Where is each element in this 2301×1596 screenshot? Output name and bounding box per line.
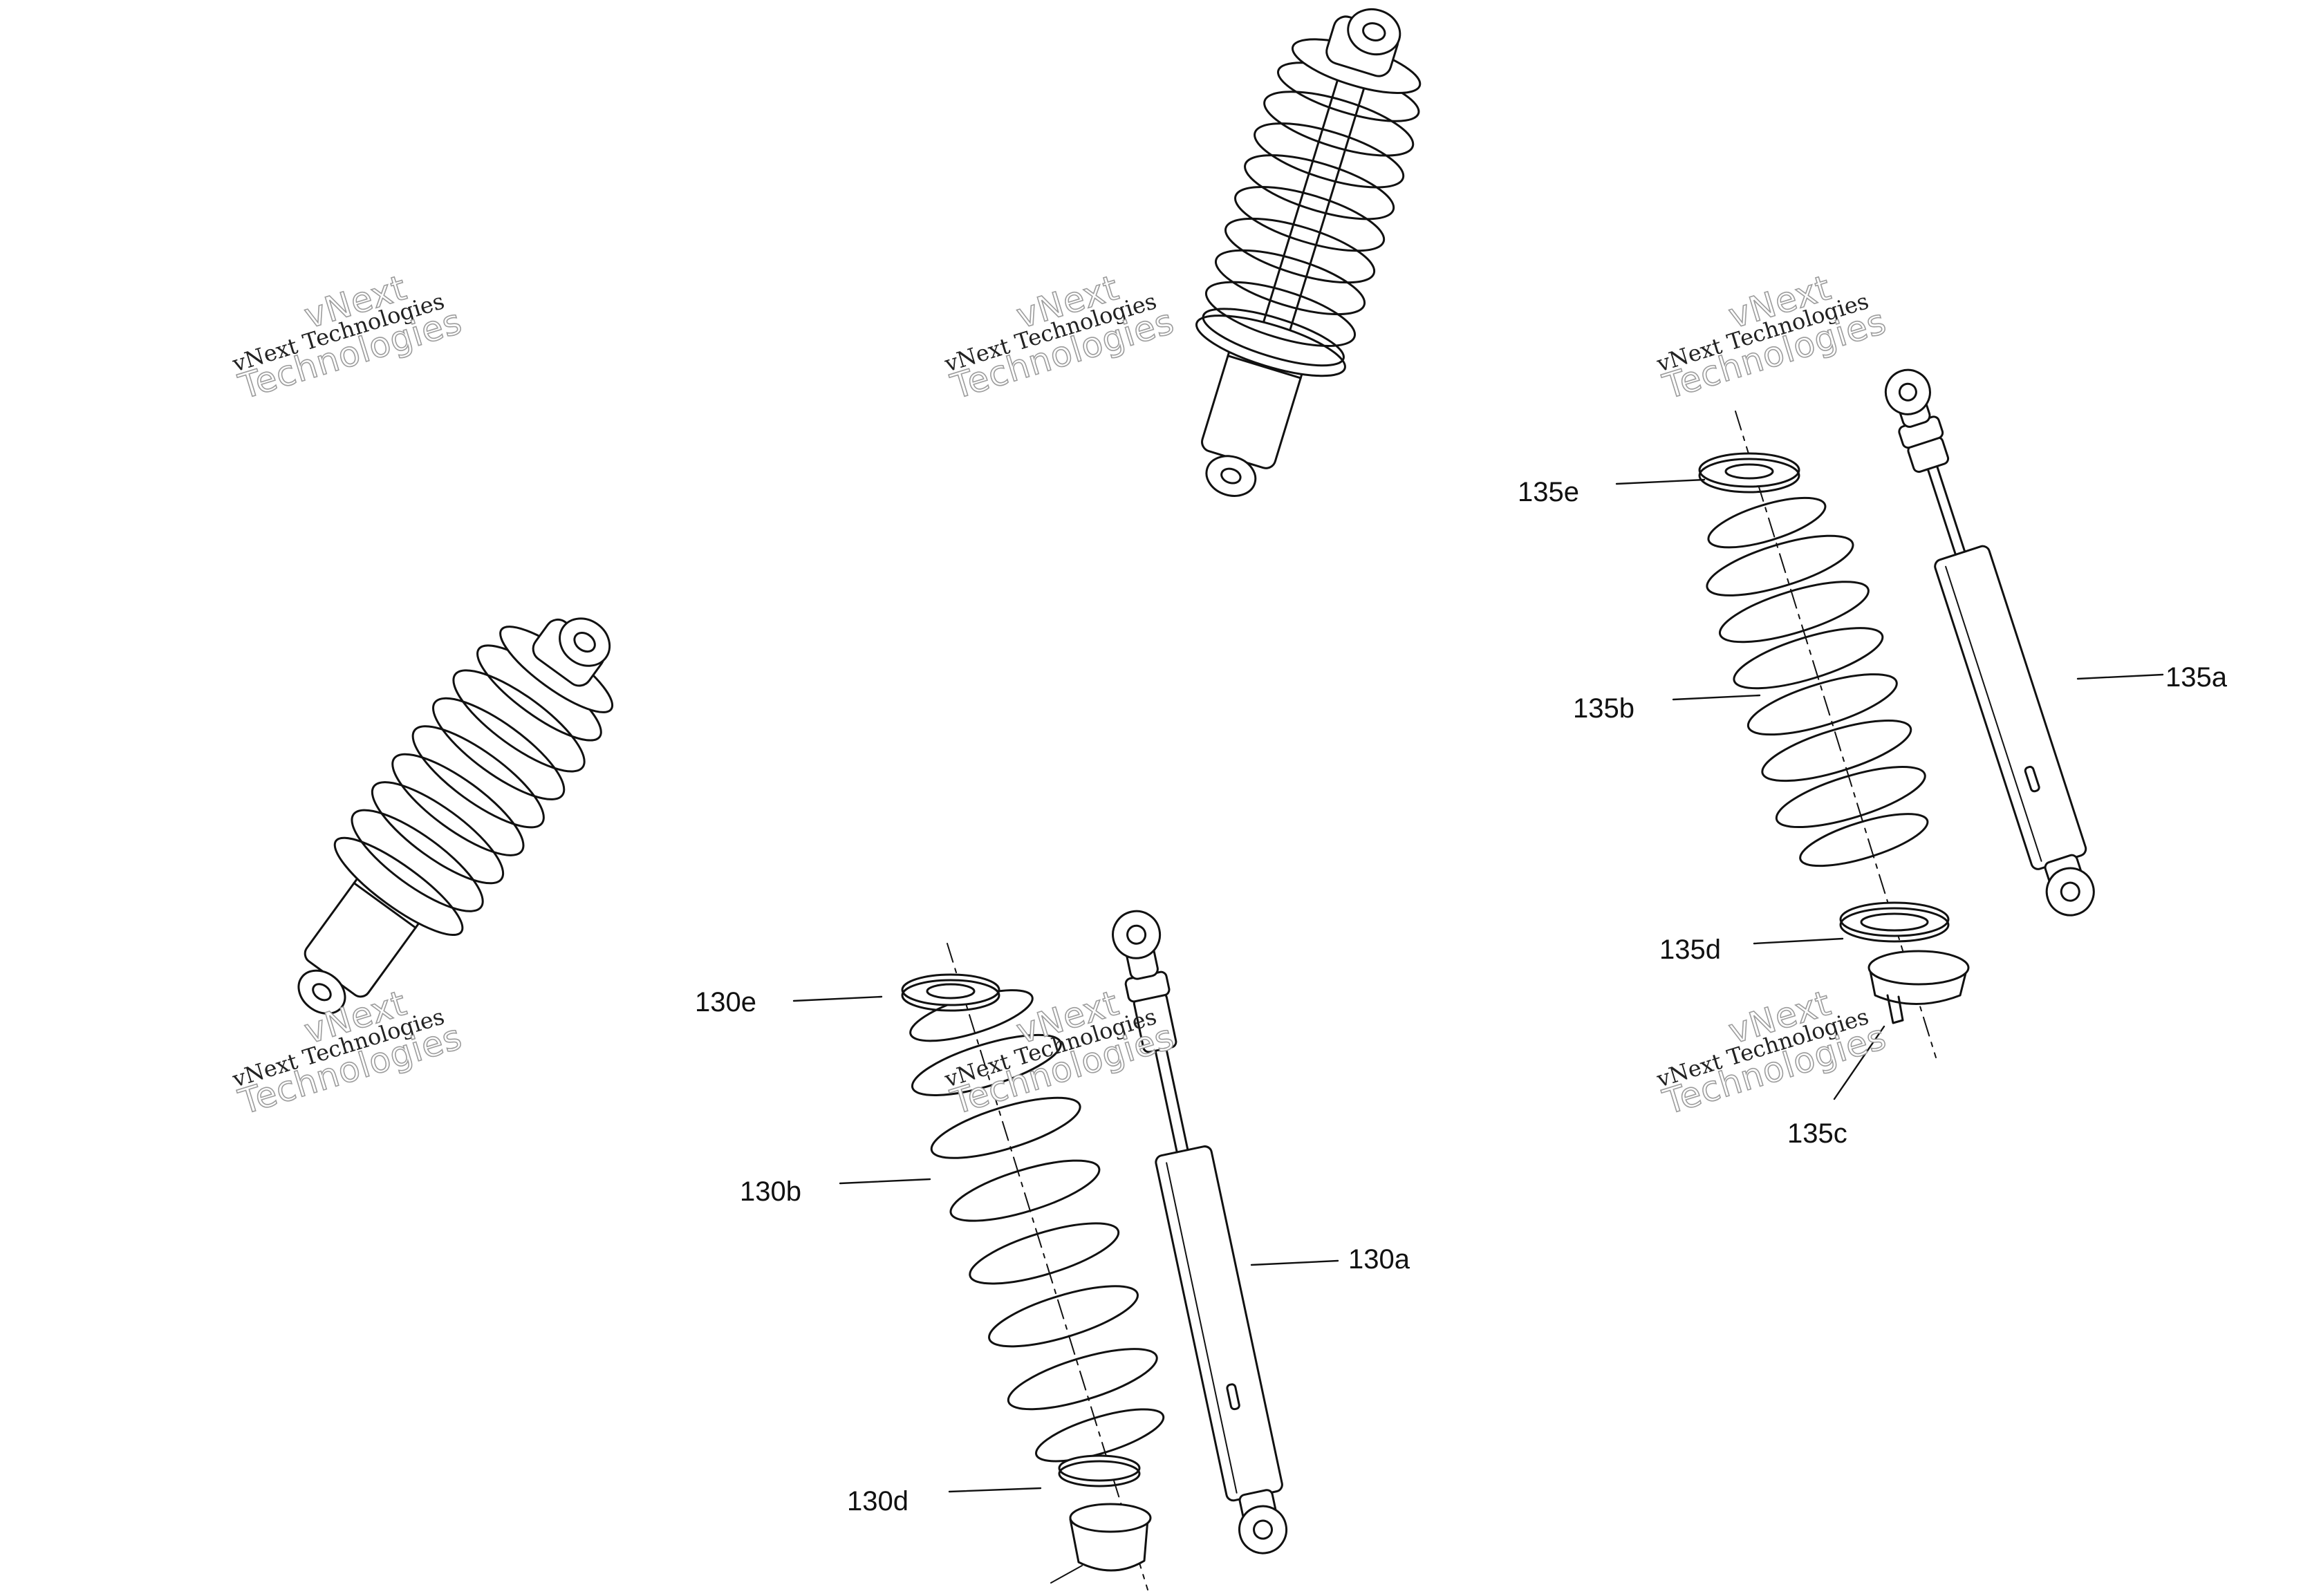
- callout-130e: 130e: [695, 987, 756, 1017]
- spring-135b: [1706, 496, 1929, 867]
- leader-lines: [792, 478, 2164, 1493]
- seat-135d: [1839, 901, 1950, 943]
- spring-130b: [909, 989, 1165, 1463]
- callout-135a: 135a: [2165, 662, 2227, 693]
- retainer-130e: [901, 973, 1000, 1012]
- damper-130a: [1112, 910, 1288, 1555]
- callout-130d: 130d: [847, 1486, 909, 1517]
- centerline-130: [947, 943, 1148, 1590]
- assembled-shock-left: [297, 617, 614, 1015]
- collar-130c: [1050, 1503, 1152, 1584]
- seat-130d: [1058, 1454, 1141, 1487]
- centerline-135: [1735, 411, 1937, 1058]
- callout-135d: 135d: [1659, 935, 1721, 965]
- callout-130b: 130b: [740, 1176, 801, 1207]
- callout-130a: 130a: [1348, 1244, 1410, 1275]
- assembled-shock-top: [1195, 8, 1422, 497]
- callout-135e: 135e: [1518, 477, 1579, 507]
- collar-135c: [1867, 950, 1970, 1024]
- damper-135a: [1884, 368, 2095, 917]
- retainer-135e: [1698, 452, 1800, 494]
- callout-135c: 135c: [1787, 1118, 1847, 1149]
- callout-135b: 135b: [1573, 693, 1634, 724]
